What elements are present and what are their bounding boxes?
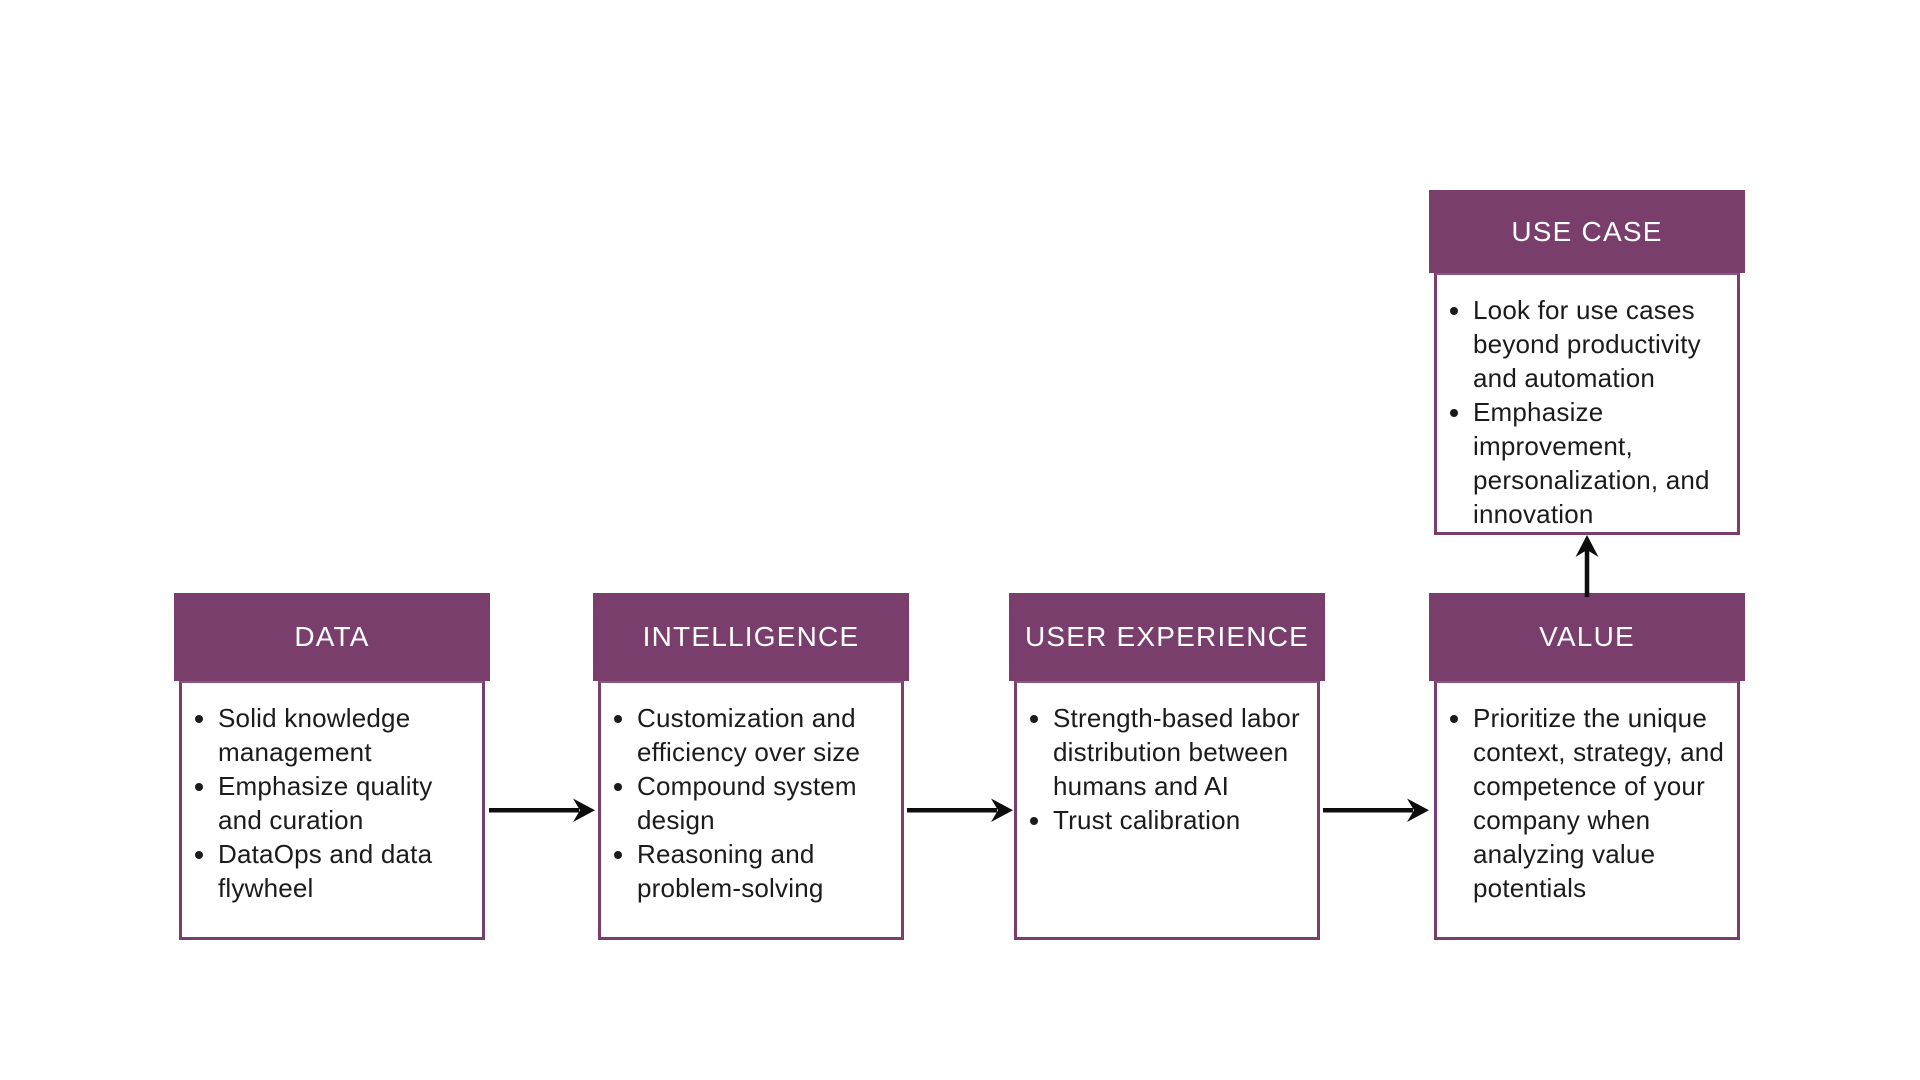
arrow-right-icon (1323, 798, 1429, 822)
arrow-up-icon (1575, 535, 1599, 597)
bullet-item: Emphasize quality and curation (218, 769, 472, 837)
bullet-item: DataOps and data flywheel (218, 837, 472, 905)
bullet-item: Solid knowledge management (218, 701, 472, 769)
box-user-experience-bullet-list: Strength-based labor distribution betwee… (1027, 701, 1307, 837)
box-value-header: VALUE (1429, 593, 1745, 681)
box-use-case-title: USE CASE (1511, 215, 1663, 247)
box-use-case: USE CASE Look for use cases beyond produ… (1429, 190, 1745, 535)
box-intelligence-title: INTELLIGENCE (642, 621, 860, 652)
bullet-item: Emphasize improvement, personalization, … (1473, 395, 1727, 531)
box-user-experience-title: USER EXPERIENCE (1024, 621, 1310, 652)
box-value-bullet-list: Prioritize the unique context, strategy,… (1447, 701, 1727, 905)
box-intelligence-bullet-list: Customization and efficiency over size C… (611, 701, 891, 905)
box-user-experience-header: USER EXPERIENCE (1009, 593, 1325, 681)
box-value-body: Prioritize the unique context, strategy,… (1434, 681, 1740, 940)
bullet-item: Customization and efficiency over size (637, 701, 891, 769)
box-intelligence-header: INTELLIGENCE (593, 593, 909, 681)
box-intelligence-body: Customization and efficiency over size C… (598, 681, 904, 940)
box-data: DATA Solid knowledge management Emphasiz… (174, 593, 490, 940)
box-user-experience: USER EXPERIENCE Strength-based labor dis… (1009, 593, 1325, 940)
box-use-case-body: Look for use cases beyond productivity a… (1434, 273, 1740, 535)
bullet-item: Reasoning and problem-solving (637, 837, 891, 905)
arrow-right-icon (907, 798, 1013, 822)
bullet-item: Strength-based labor distribution betwee… (1053, 701, 1307, 803)
box-use-case-header: USE CASE (1429, 190, 1745, 273)
box-use-case-bullet-list: Look for use cases beyond productivity a… (1447, 293, 1727, 531)
box-data-body: Solid knowledge management Emphasize qua… (179, 681, 485, 940)
bullet-item: Trust calibration (1053, 803, 1307, 837)
box-data-bullet-list: Solid knowledge management Emphasize qua… (192, 701, 472, 905)
box-value: VALUE Prioritize the unique context, str… (1429, 593, 1745, 940)
box-data-header: DATA (174, 593, 490, 681)
box-intelligence: INTELLIGENCE Customization and efficienc… (593, 593, 909, 940)
arrow-right-icon (489, 798, 595, 822)
box-user-experience-body: Strength-based labor distribution betwee… (1014, 681, 1320, 940)
box-value-title: VALUE (1539, 621, 1635, 652)
bullet-item: Look for use cases beyond productivity a… (1473, 293, 1727, 395)
bullet-item: Prioritize the unique context, strategy,… (1473, 701, 1727, 905)
bullet-item: Compound system design (637, 769, 891, 837)
box-data-title: DATA (294, 621, 370, 652)
